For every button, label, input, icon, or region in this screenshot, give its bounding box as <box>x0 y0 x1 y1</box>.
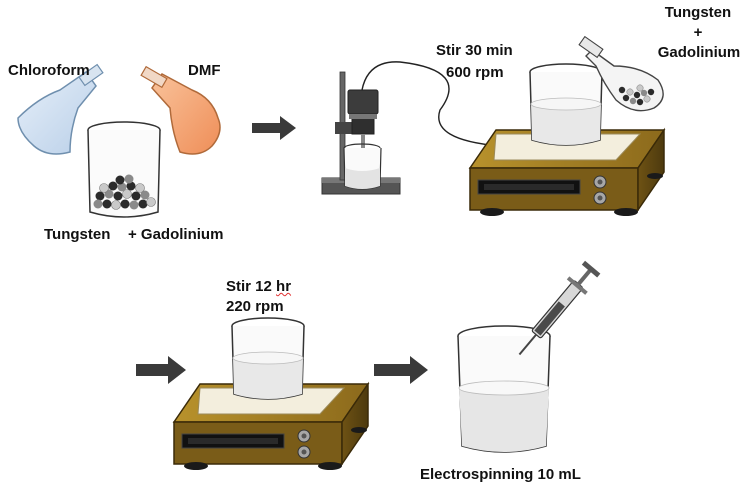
stir2-hr-text: hr <box>276 278 292 295</box>
chloroform-label: Chloroform <box>8 62 90 79</box>
beaker-icon <box>231 317 305 400</box>
gadolinium-top-label: Gadolinium <box>657 44 741 61</box>
electrospinning-beaker-icon <box>457 325 551 453</box>
stir2-time-text: Stir 12 <box>226 278 277 295</box>
stir-speed-label: 600 rpm <box>446 64 504 81</box>
beaker-icon <box>529 63 603 146</box>
stir2-time-label: Stir 12 hr <box>226 278 291 296</box>
plus-top-label: + <box>693 24 703 41</box>
dmf-flask-icon <box>140 65 221 155</box>
arrow-icon <box>374 356 428 384</box>
gadolinium-label: + Gadolinium <box>128 226 224 243</box>
syringe-icon <box>518 260 601 356</box>
homogenizer-icon <box>321 61 501 195</box>
stir-time-label: Stir 30 min <box>436 42 513 59</box>
stirrer-icon <box>468 127 666 216</box>
tungsten-label: Tungsten <box>44 226 111 243</box>
arrow-icon <box>136 356 186 384</box>
arrow-icon <box>252 116 296 140</box>
tungsten-gadolinium-particles <box>93 174 156 210</box>
dmf-label: DMF <box>188 62 221 79</box>
particle-beaker-icon <box>87 121 161 218</box>
stirrer-icon <box>172 381 370 470</box>
tungsten-gadolinium-flask-icon <box>578 35 664 112</box>
tungsten-top-label: Tungsten <box>664 4 732 21</box>
stir2-speed-label: 220 rpm <box>226 298 284 315</box>
electrospinning-label: Electrospinning 10 mL <box>420 466 581 483</box>
chloroform-flask-icon <box>17 63 104 155</box>
